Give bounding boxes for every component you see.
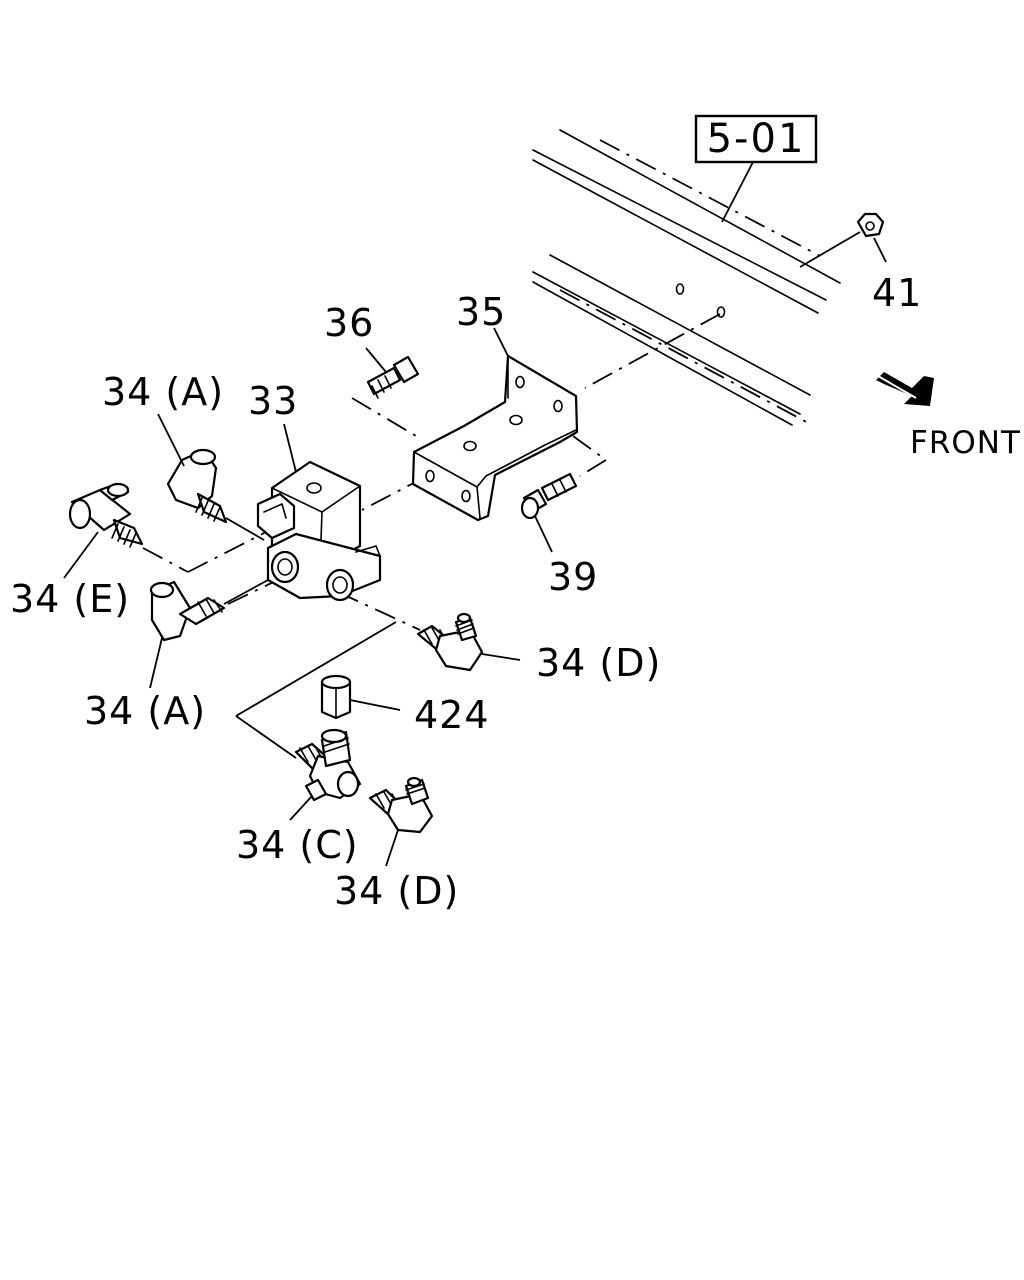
callout-34d-bottom[interactable]: 34 (D) <box>334 869 459 913</box>
callout-36[interactable]: 36 <box>324 301 374 345</box>
bolt-39 <box>520 472 578 553</box>
callout-34e[interactable]: 34 (E) <box>10 577 130 621</box>
nut-41 <box>799 212 887 268</box>
callout-41[interactable]: 41 <box>872 271 922 315</box>
tee-fitting-34e <box>63 482 144 579</box>
callout-34d-right[interactable]: 34 (D) <box>536 641 661 685</box>
callout-35[interactable]: 35 <box>456 290 506 334</box>
front-arrow-icon <box>876 372 934 406</box>
callout-39[interactable]: 39 <box>548 555 598 599</box>
bolt-36 <box>365 347 420 399</box>
elbow-fitting-34d-right <box>416 612 521 672</box>
callout-424[interactable]: 424 <box>414 693 490 737</box>
callout-34c[interactable]: 34 (C) <box>236 823 359 867</box>
front-label: FRONT <box>910 425 1021 461</box>
elbow-fitting-34a-upper <box>157 413 265 541</box>
frame-rail <box>532 129 841 426</box>
callout-33[interactable]: 33 <box>248 379 298 423</box>
tee-fitting-34c <box>289 728 362 821</box>
reference-box[interactable]: 5-01 <box>694 114 818 223</box>
fitting-group-leader <box>235 621 397 759</box>
elbow-fitting-34d-bottom <box>368 776 434 867</box>
elbow-fitting-34a-lower <box>149 579 269 689</box>
callout-34a-lower[interactable]: 34 (A) <box>84 689 206 733</box>
bushing-424 <box>320 674 401 720</box>
solenoid-valve-33 <box>256 423 382 602</box>
bracket-35 <box>411 327 579 522</box>
reference-box-label: 5-01 <box>707 116 806 162</box>
callout-34a-upper[interactable]: 34 (A) <box>102 370 224 414</box>
